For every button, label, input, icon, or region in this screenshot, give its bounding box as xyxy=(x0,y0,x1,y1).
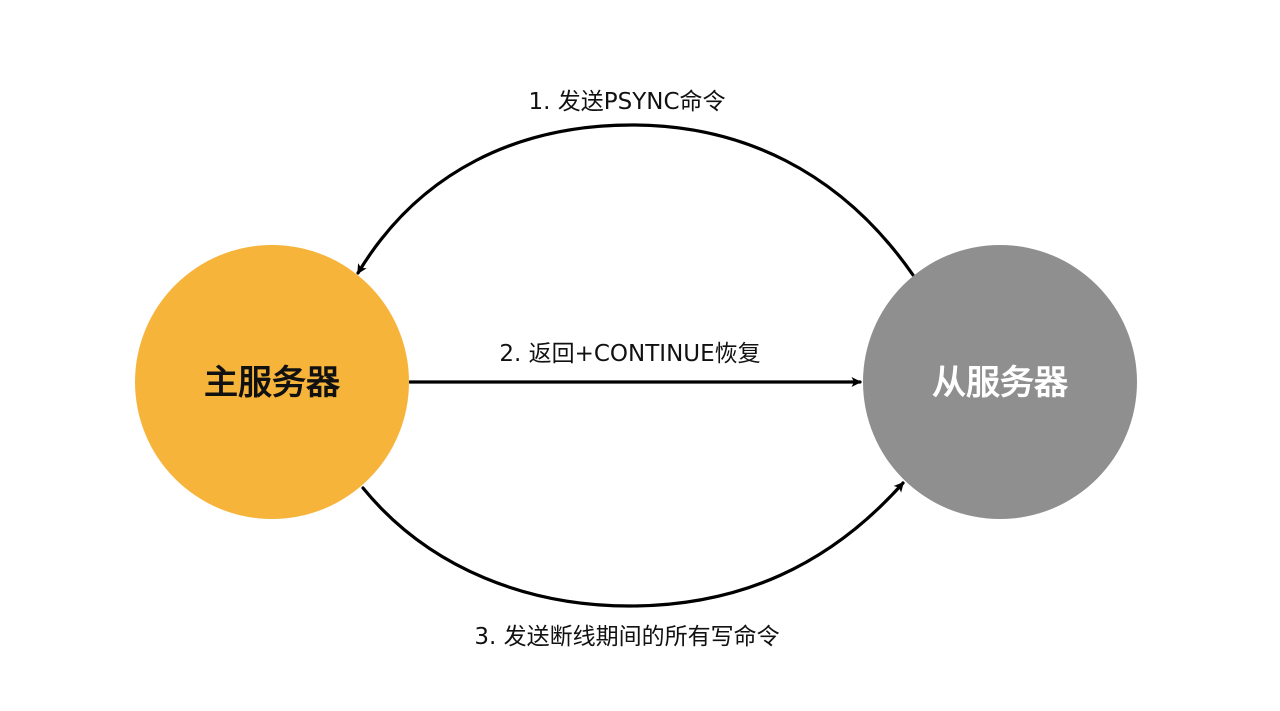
master-server-label: 主服务器 xyxy=(204,363,341,403)
slave-server-node xyxy=(863,245,1137,519)
master-server-node xyxy=(135,245,409,519)
edge-write-commands-arrow xyxy=(361,481,905,608)
edge-psync-label: 1. 发送PSYNC命令 xyxy=(528,89,725,115)
edge-write-commands-label: 3. 发送断线期间的所有写命令 xyxy=(474,624,779,650)
edge-continue-label: 2. 返回+CONTINUE恢复 xyxy=(499,341,760,367)
slave-server-label: 从服务器 xyxy=(932,363,1069,403)
edge-psync-arrow xyxy=(356,123,915,277)
